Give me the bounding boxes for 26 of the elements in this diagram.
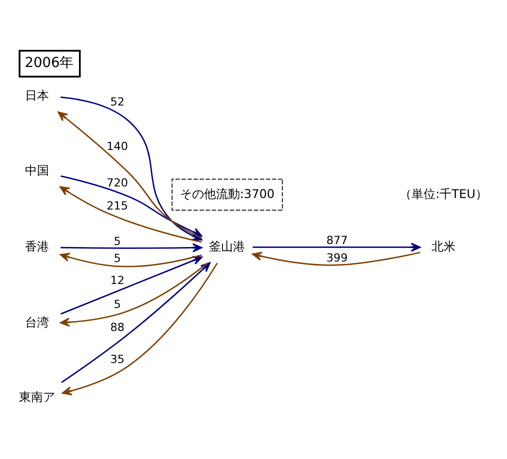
node-box: その他流動:3700 [172, 178, 283, 210]
edge-label: 5 [114, 234, 121, 248]
edge-label: 5 [114, 297, 121, 310]
edge-label: 140 [106, 140, 128, 153]
edge-label: 399 [326, 250, 348, 264]
edge-label: 12 [110, 273, 124, 286]
edge-label: 5 [114, 252, 121, 265]
edge-label: 215 [106, 199, 128, 212]
arrow [60, 242, 202, 252]
node-text: 東南ア [19, 390, 56, 404]
arrow [60, 262, 208, 326]
edge-label: 35 [110, 352, 124, 366]
node-text: 北米 [432, 238, 456, 253]
arrow [252, 251, 420, 266]
node-text: 日本 [25, 88, 50, 102]
diagram-title: 2006年 [24, 54, 74, 70]
arrow [252, 242, 421, 252]
edge-label: 877 [326, 234, 348, 247]
node-text: 中国 [25, 163, 50, 178]
node-text: 台湾 [25, 314, 50, 329]
label: （単位:千TEU） [400, 186, 488, 200]
edge-label: 88 [110, 320, 124, 334]
node-text: 釜山港 [209, 238, 246, 253]
edge-label: 720 [106, 176, 128, 189]
edge-label: 52 [110, 94, 124, 108]
node-text: 香港 [25, 238, 50, 253]
